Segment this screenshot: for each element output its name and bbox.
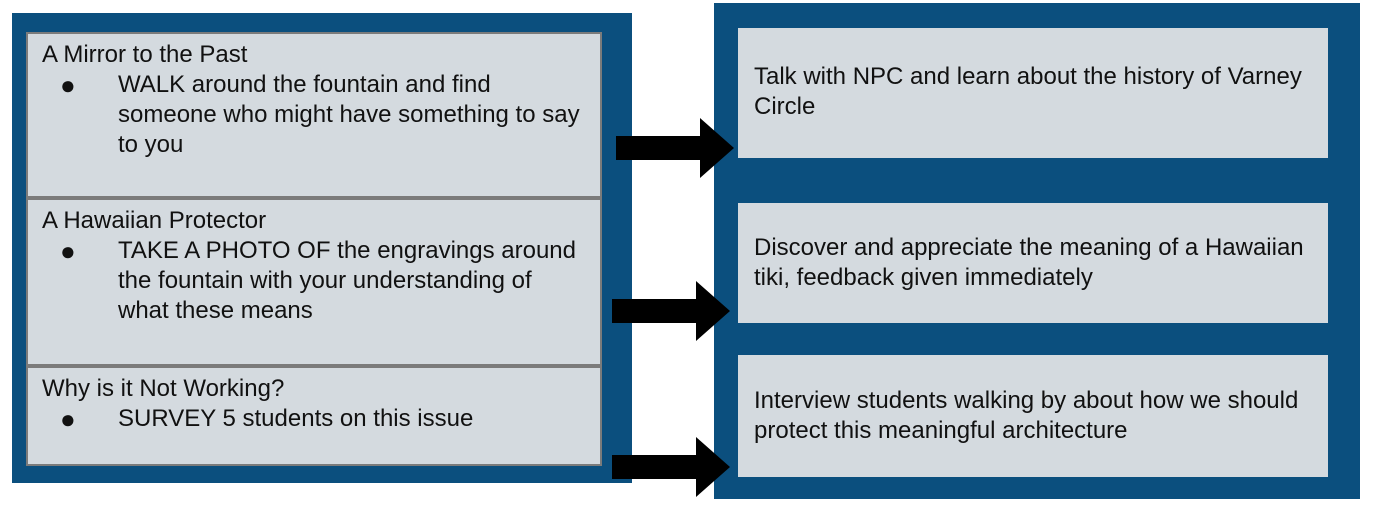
bullet-icon: ●	[60, 70, 76, 100]
right-arrow-icon	[616, 118, 734, 178]
task-bullet: ● WALK around the fountain and find some…	[56, 70, 586, 160]
task-box-mirror-to-the-past: A Mirror to the Past ● WALK around the f…	[26, 32, 602, 198]
task-bullet-text: TAKE A PHOTO OF the engravings around th…	[118, 237, 577, 324]
bullet-icon: ●	[60, 404, 76, 434]
outcome-text: Talk with NPC and learn about the histor…	[754, 63, 1302, 120]
outcome-text: Discover and appreciate the meaning of a…	[754, 234, 1304, 291]
task-bullet: ● TAKE A PHOTO OF the engravings around …	[56, 236, 586, 326]
task-box-hawaiian-protector: A Hawaiian Protector ● TAKE A PHOTO OF t…	[26, 198, 602, 366]
task-title: Why is it Not Working?	[42, 375, 285, 402]
outcome-box-hawaiian-tiki: Discover and appreciate the meaning of a…	[738, 203, 1328, 323]
task-bullet: ● SURVEY 5 students on this issue	[56, 404, 586, 434]
task-title: A Mirror to the Past	[42, 41, 248, 68]
outcomes-panel: Talk with NPC and learn about the histor…	[714, 3, 1360, 499]
right-arrow-icon	[612, 281, 730, 341]
right-arrow-icon	[612, 437, 730, 497]
tasks-panel: A Mirror to the Past ● WALK around the f…	[12, 13, 632, 483]
outcome-text: Interview students walking by about how …	[754, 387, 1299, 444]
outcome-box-npc-history: Talk with NPC and learn about the histor…	[738, 28, 1328, 158]
task-bullet-text: SURVEY 5 students on this issue	[118, 405, 474, 432]
task-bullet-text: WALK around the fountain and find someon…	[118, 71, 580, 158]
task-title: A Hawaiian Protector	[42, 207, 267, 234]
task-box-why-not-working: Why is it Not Working? ● SURVEY 5 studen…	[26, 366, 602, 466]
outcome-box-interview-students: Interview students walking by about how …	[738, 355, 1328, 477]
bullet-icon: ●	[60, 236, 76, 266]
